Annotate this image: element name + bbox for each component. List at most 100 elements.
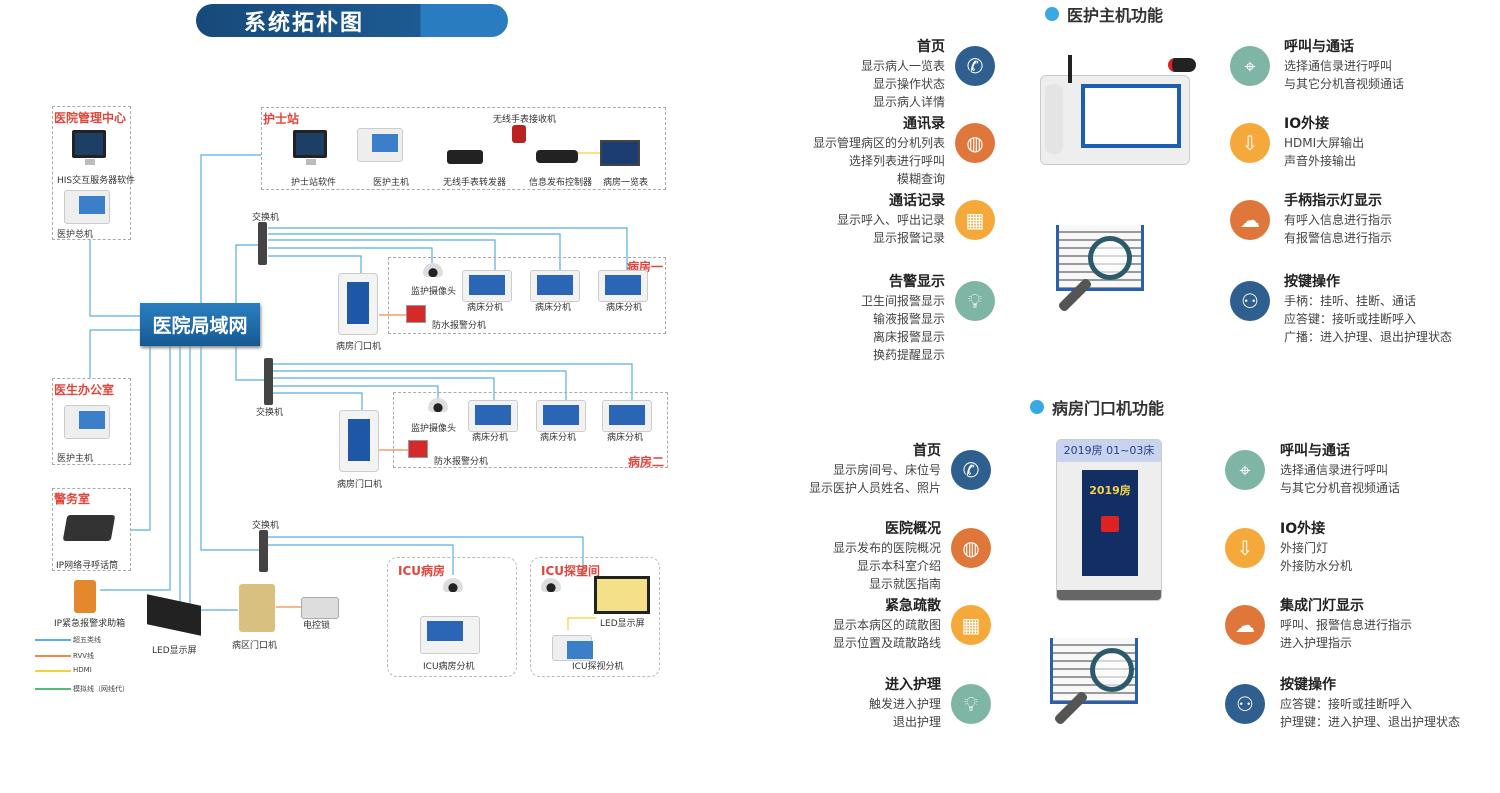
lan-label: 医院局域网 <box>152 315 248 337</box>
camera-icon <box>541 578 561 592</box>
legend-swatch <box>35 639 71 641</box>
switch-label: 交换机 <box>252 521 280 531</box>
bed-unit-icon <box>462 270 512 302</box>
bulb-icon: 💡︎ <box>955 281 995 321</box>
device-label: 病房门口机 <box>336 342 382 352</box>
led-screen-icon <box>594 576 650 614</box>
info-controller-icon <box>536 150 578 163</box>
people-icon: ⚇ <box>1225 684 1265 724</box>
device-label: 电控锁 <box>303 621 331 631</box>
legend-swatch <box>35 670 71 672</box>
feature-title: 集成门灯显示 <box>1280 598 1364 614</box>
calendar-icon: ▦ <box>951 605 991 645</box>
feature-line: 显示房间号、床位号 <box>832 463 941 477</box>
legend-label: RVV线 <box>73 652 95 660</box>
device-label: 防水报警分机 <box>432 321 487 331</box>
feature-line: 离床报警显示 <box>872 330 945 344</box>
feature-line: 卫生间报警显示 <box>860 294 945 308</box>
phone-icon: ✆ <box>955 46 995 86</box>
nurse-host-icon <box>357 128 403 162</box>
switch-label: 交换机 <box>252 213 280 223</box>
device-label: 护士站软件 <box>291 178 337 188</box>
device-label: IP网络寻呼话筒 <box>56 561 119 571</box>
sos-box-icon <box>74 580 96 613</box>
device-label: 病床分机 <box>607 433 644 443</box>
zone-label: 医生办公室 <box>54 383 115 397</box>
feature-line: 显示位置及疏散路线 <box>832 636 941 650</box>
zone-police-room <box>52 488 131 571</box>
camera-icon <box>428 398 448 412</box>
feature-line: 显示医护人员姓名、照片 <box>808 481 941 495</box>
zone-icu-visit <box>530 557 660 677</box>
device-label: ICU病房分机 <box>423 662 475 672</box>
device-label: LED显示屏 <box>600 619 645 629</box>
device-label: 病床分机 <box>467 303 504 313</box>
feature-title: IO外接 <box>1280 521 1326 537</box>
master-host-icon <box>64 190 110 224</box>
feature-line: 进入护理指示 <box>1280 636 1353 650</box>
zone-room-2 <box>393 392 668 468</box>
device-label: 监护摄像头 <box>411 287 457 297</box>
device-label: LED显示屏 <box>152 646 197 656</box>
device-label: IP紧急报警求助箱 <box>54 619 126 629</box>
microphone-head-icon <box>1168 58 1196 72</box>
page-title: 系统拓朴图 <box>244 10 365 36</box>
feature-line: 选择通信录进行呼叫 <box>1280 463 1389 477</box>
feature-title: 医院概况 <box>885 521 941 537</box>
page-title-banner: 系统拓朴图 <box>196 4 508 37</box>
device-label: 病床分机 <box>606 303 643 313</box>
zone-label: ICU探望间 <box>541 564 601 578</box>
zone-icu-ward <box>387 557 517 677</box>
feature-left: 告警显示卫生间报警显示输液报警显示离床报警显示换药提醒显示 <box>745 273 945 364</box>
feature-left: 首页显示病人一览表显示操作状态显示病人详情 <box>745 38 945 111</box>
feature-left: 医院概况显示发布的医院概况显示本科室介绍显示就医指南 <box>741 520 941 593</box>
legend-label: 模拟线（网线代） <box>73 685 129 693</box>
feature-title: 按键操作 <box>1284 274 1340 290</box>
feature-line: 广播：进入护理、退出护理状态 <box>1284 330 1453 344</box>
feature-right: 按键操作手柄：挂听、挂断、通话应答键：接听或挂断呼入广播：进入护理、退出护理状态 <box>1284 273 1484 346</box>
icu-bed-unit-icon <box>420 616 480 654</box>
zone-management-center <box>52 106 131 240</box>
device-header-text: 2019房 01~03床 <box>1057 440 1161 462</box>
door-functions-heading: 病房门口机功能 <box>1030 395 1164 419</box>
device-label: 医护主机 <box>57 454 94 464</box>
feature-line: 与其它分机音视频通话 <box>1280 481 1401 495</box>
feature-title: 呼叫与通话 <box>1280 443 1350 459</box>
feature-line: 与其它分机音视频通话 <box>1284 77 1405 91</box>
feature-line: 呼叫、报警信息进行指示 <box>1280 618 1413 632</box>
cloud-download-icon: ⇩ <box>1230 123 1270 163</box>
feature-line: 显示报警记录 <box>872 231 945 245</box>
feature-line: 外接门灯 <box>1280 541 1329 555</box>
icu-visit-host-icon <box>552 635 593 661</box>
heading-text: 病房门口机功能 <box>1052 399 1165 418</box>
heading-text: 医护主机功能 <box>1067 6 1164 25</box>
switch-label: 交换机 <box>256 408 284 418</box>
feature-title: 手柄指示灯显示 <box>1284 193 1382 209</box>
device-label: 无线手表接收机 <box>493 115 557 125</box>
zone-nurse-station <box>261 107 666 190</box>
zone-label: 病房二 <box>628 455 665 469</box>
feature-line: 换药提醒显示 <box>872 348 945 362</box>
feature-line: 显示病人一览表 <box>860 59 945 73</box>
feature-line: 应答键：接听或挂断呼入 <box>1284 312 1417 326</box>
watch-transmitter-icon <box>447 150 483 164</box>
calendar-icon: ▦ <box>955 200 995 240</box>
zone-label: 医院管理中心 <box>54 111 127 125</box>
feature-right: 呼叫与通话选择通信录进行呼叫与其它分机音视频通话 <box>1280 442 1480 497</box>
feature-title: IO外接 <box>1284 116 1330 132</box>
device-label: 监护摄像头 <box>411 424 457 434</box>
microphone-stem-icon <box>1068 55 1072 83</box>
electric-lock-icon <box>301 597 339 619</box>
bed-unit-icon <box>602 400 652 432</box>
feature-line: 输液报警显示 <box>872 312 945 326</box>
feature-left: 首页显示房间号、床位号显示医护人员姓名、照片 <box>741 442 941 497</box>
device-label: 病床分机 <box>472 433 509 443</box>
bed-unit-icon <box>536 400 586 432</box>
feature-line: 有呼入信息进行指示 <box>1284 213 1393 227</box>
location-icon: ⌖ <box>1225 450 1265 490</box>
feature-left: 通讯录显示管理病区的分机列表选择列表进行呼叫模糊查询 <box>745 115 945 188</box>
feature-line: 触发进入护理 <box>868 697 941 711</box>
feature-line: 显示就医指南 <box>868 577 941 591</box>
feature-title: 呼叫与通话 <box>1284 39 1354 55</box>
